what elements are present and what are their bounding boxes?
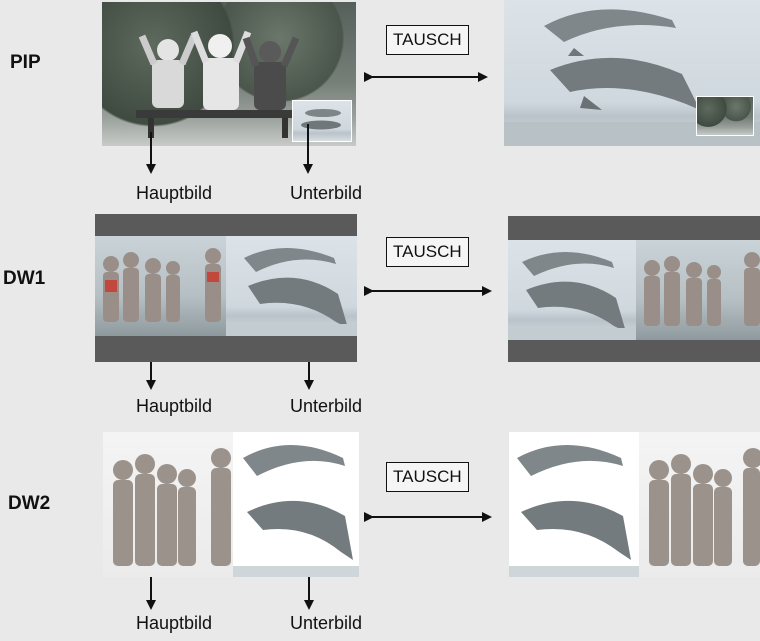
caption-main-dw1: Hauptbild xyxy=(136,396,213,416)
caption-sub-dw2: Unterbild xyxy=(290,613,363,633)
dw1-swapped-screen xyxy=(508,216,760,362)
pip-main-picture-people xyxy=(102,2,356,146)
pip-inset-picture-dolphins xyxy=(292,100,352,142)
dw2-sub-picture-dolphins xyxy=(233,432,359,577)
caption-main-dw2: Hauptbild xyxy=(136,613,213,633)
dw1-swapped-picture-kids xyxy=(636,240,760,340)
dw2-swapped-picture-kids xyxy=(639,432,760,577)
dw1-screen xyxy=(95,214,357,362)
row-label-dw1: DW1 xyxy=(3,268,46,289)
dw1-swapped-picture-dolphins xyxy=(508,240,636,340)
dw2-main-picture-kids xyxy=(103,432,233,577)
pip-swapped-inset-picture-people xyxy=(696,96,754,136)
row-label-dw2: DW2 xyxy=(8,493,51,514)
caption-sub-dw1: Unterbild xyxy=(290,396,363,416)
dw1-sub-picture-dolphins xyxy=(226,236,357,336)
dw2-swapped-picture-dolphins xyxy=(509,432,639,577)
swap-button-dw1[interactable]: TAUSCH xyxy=(386,237,469,267)
dw1-main-picture-kids xyxy=(95,236,226,336)
people-on-bench-illustration xyxy=(136,30,304,138)
row-label-pip: PIP xyxy=(10,52,41,73)
caption-main-pip: Hauptbild xyxy=(136,183,213,203)
pip-swapped-main-picture-dolphins xyxy=(504,0,760,146)
swap-button-pip[interactable]: TAUSCH xyxy=(386,25,469,55)
swap-button-dw2[interactable]: TAUSCH xyxy=(386,462,469,492)
caption-sub-pip: Unterbild xyxy=(290,183,363,203)
